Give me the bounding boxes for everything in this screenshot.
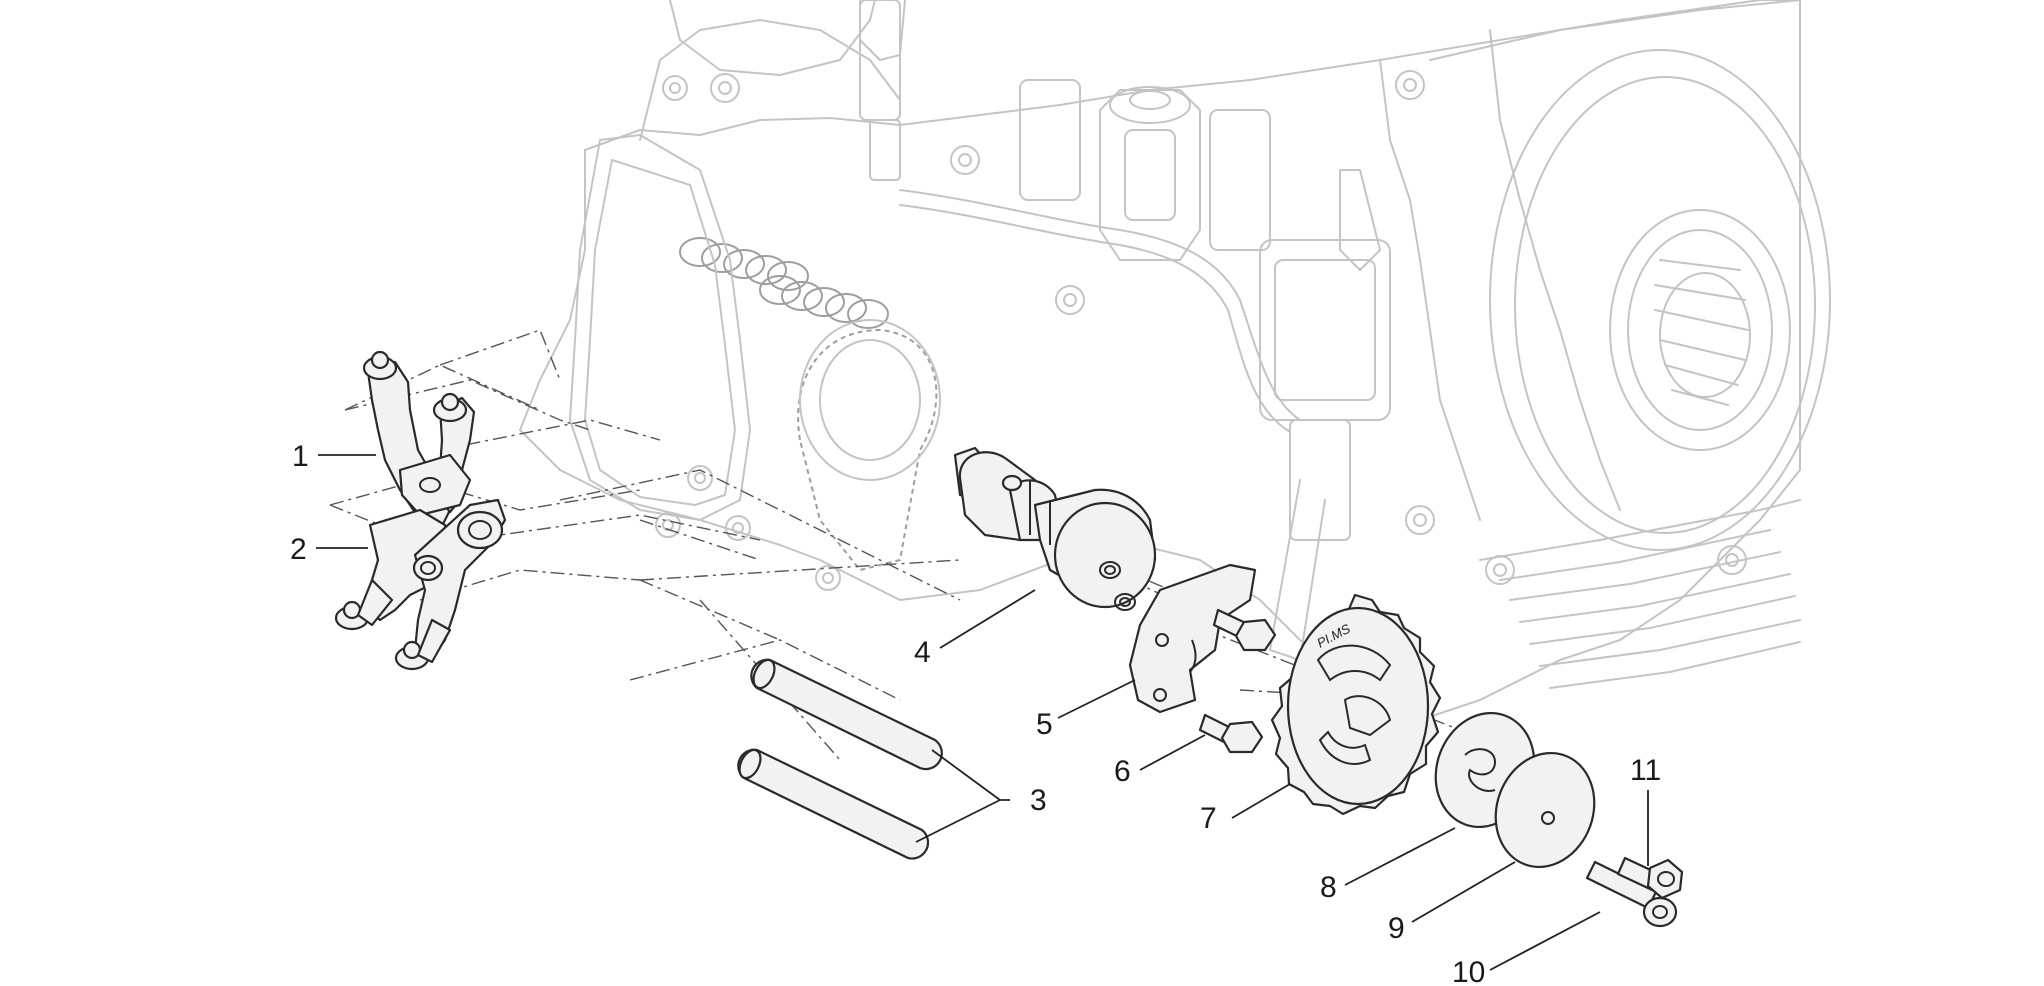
rocker-arm-assembly — [334, 350, 507, 671]
callout-6: 6 — [1114, 755, 1131, 788]
cam-sprocket: PI.MS — [1270, 593, 1442, 816]
callout-7: 7 — [1200, 802, 1217, 835]
callout-2: 2 — [290, 533, 307, 566]
callout-3: 3 — [1030, 784, 1047, 817]
callout-leaders — [316, 454, 1649, 971]
callout-10: 10 — [1452, 956, 1485, 986]
callout-1: 1 — [292, 440, 309, 473]
callout-9: 9 — [1388, 912, 1405, 945]
rocker-shaft-pins — [737, 658, 943, 860]
callout-11: 11 — [1630, 754, 1661, 787]
sprocket-washers — [1434, 711, 1596, 869]
callout-5: 5 — [1036, 708, 1053, 741]
sprocket-screws — [1585, 856, 1684, 928]
camshaft — [953, 446, 1157, 611]
callout-labels: 1 2 3 4 5 6 7 8 9 10 11 — [290, 440, 1661, 986]
callout-8: 8 — [1320, 871, 1337, 904]
engine-block-drawing — [519, 0, 1831, 721]
callout-4: 4 — [914, 636, 931, 669]
plate-bolts — [1198, 608, 1277, 754]
decompressor-plate — [1128, 563, 1257, 714]
